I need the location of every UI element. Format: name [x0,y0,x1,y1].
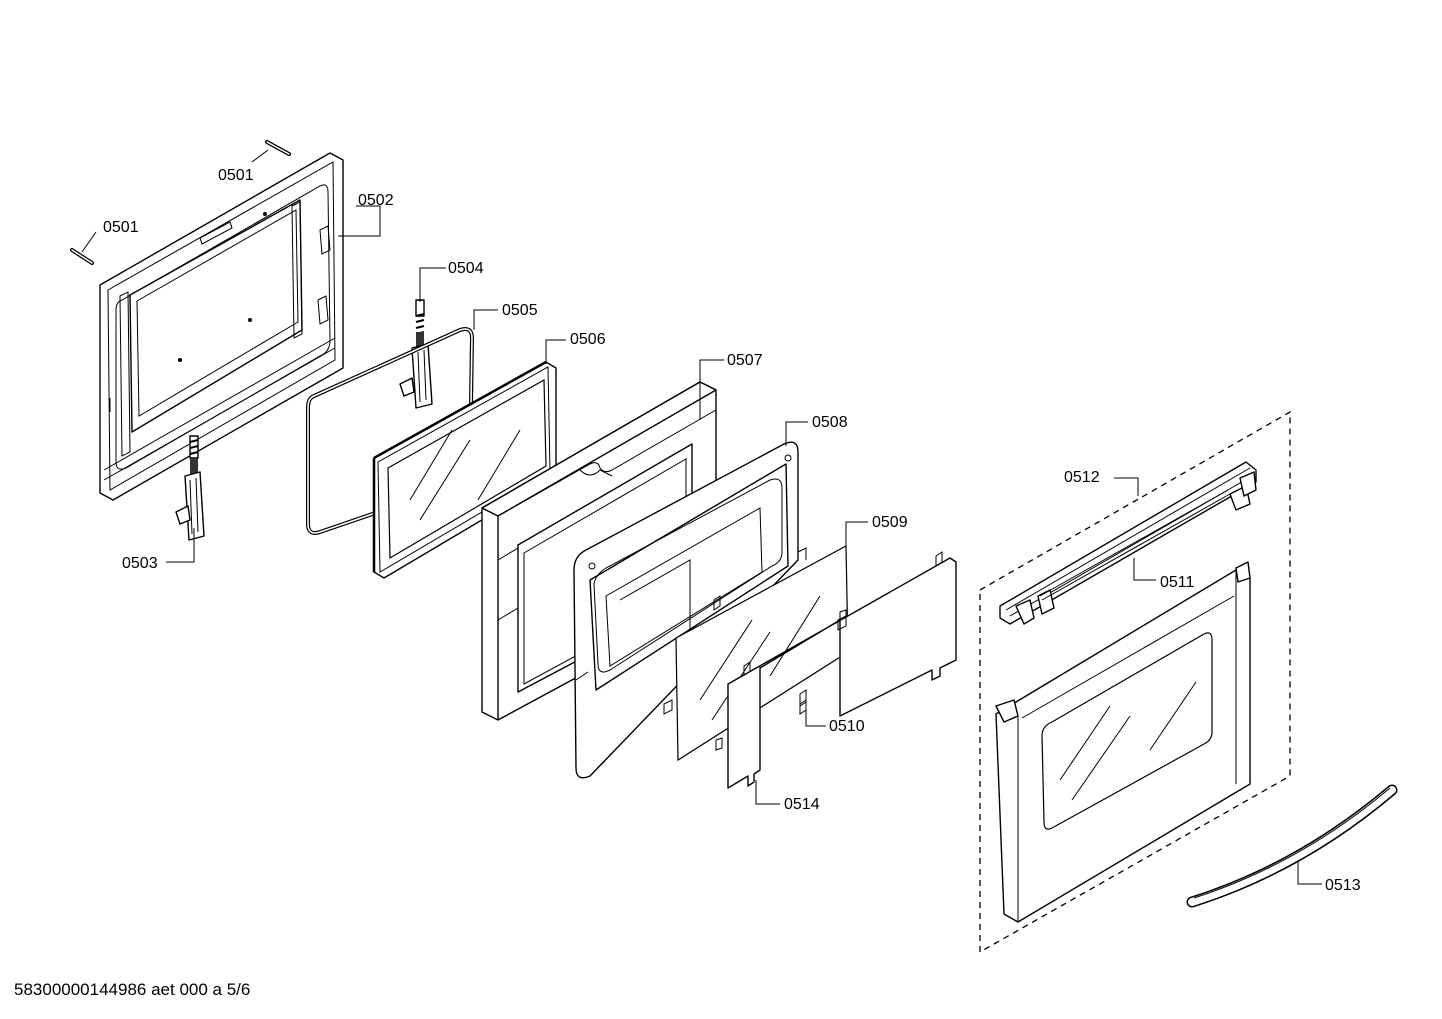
callout-0512: 0512 [1064,469,1100,486]
part-0502-inner-frame [99,152,344,501]
document-id: 58300000144986 aet 000 a 5/6 [14,980,251,999]
callout-0503: 0503 [122,555,158,572]
part-0514-retaining-frame [727,551,957,789]
callout-0514: 0514 [784,796,820,813]
part-0501-pin-top [265,140,291,156]
callout-0506: 0506 [570,331,606,348]
part-outer-door-panel [995,561,1251,923]
part-0511-rail-strip [1039,489,1231,601]
callout-0507: 0507 [727,352,763,369]
callout-0504: 0504 [448,260,484,277]
part-0508-liner [573,441,807,779]
callout-0501-left: 0501 [103,219,139,236]
callout-0505: 0505 [502,302,538,319]
part-0510-clip [799,689,807,707]
leader-lines [81,149,1322,885]
callout-0510: 0510 [829,718,865,735]
callout-0511: 0511 [1160,574,1195,591]
callout-0502: 0502 [358,192,394,209]
callout-0501-top: 0501 [218,167,254,184]
part-0503-hinge-lower [175,435,205,541]
part-0513-handle [1186,784,1398,908]
part-0504-hinge-upper [399,299,433,409]
callout-0513: 0513 [1325,877,1361,894]
callout-0509: 0509 [872,514,908,531]
callout-0508: 0508 [812,414,848,431]
part-0501-pin-left [70,248,94,265]
